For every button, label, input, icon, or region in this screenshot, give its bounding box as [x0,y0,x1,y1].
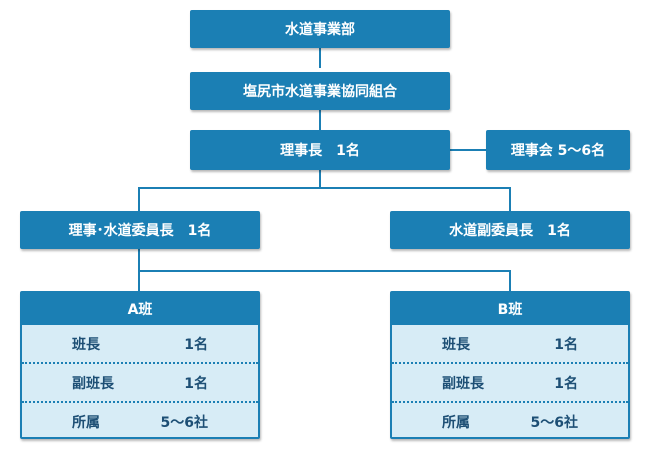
team-a-row-members: 所属 5～6社 [22,401,258,437]
team-a-leader-label: 班長 [72,336,100,353]
connector-chairman-down [319,170,321,189]
department-box: 水道事業部 [190,10,450,48]
team-a-subleader-value: 1名 [184,375,208,392]
connector-team-b-drop [509,270,511,291]
team-b-row-leader: 班長 1名 [392,325,628,362]
connector-committee-down [138,249,140,272]
team-a-row-subleader: 副班長 1名 [22,362,258,401]
team-a-title: A班 [22,293,258,325]
chairman-box: 理事長 1名 [190,130,450,170]
connector-committee-horizontal [138,187,511,189]
team-b-members-value: 5～6社 [530,414,578,431]
connector-chairman-board [450,149,486,151]
team-b-title: B班 [392,293,628,325]
team-a-members-label: 所属 [72,414,100,431]
team-b-leader-value: 1名 [554,336,578,353]
connector-dept-union [319,48,321,68]
connector-union-chairman [319,110,321,130]
connector-committee-left-drop [138,187,140,211]
team-b-subleader-value: 1名 [554,375,578,392]
team-b-row-subleader: 副班長 1名 [392,362,628,401]
vice-committee-chair-box: 水道副委員長 1名 [390,211,630,249]
team-b-leader-label: 班長 [442,336,470,353]
team-b-subleader-label: 副班長 [442,375,484,392]
connector-teams-horizontal [138,270,511,272]
union-box: 塩尻市水道事業協同組合 [190,72,450,110]
connector-team-a-drop [138,270,140,291]
team-a-card: A班 班長 1名 副班長 1名 所属 5～6社 [20,291,260,439]
committee-chair-box: 理事･水道委員長 1名 [20,211,260,249]
team-a-leader-value: 1名 [184,336,208,353]
connector-committee-right-drop [509,187,511,211]
team-a-row-leader: 班長 1名 [22,325,258,362]
board-box: 理事会 5～6名 [486,130,630,170]
team-a-members-value: 5～6社 [160,414,208,431]
team-b-row-members: 所属 5～6社 [392,401,628,437]
team-b-members-label: 所属 [442,414,470,431]
team-a-subleader-label: 副班長 [72,375,114,392]
team-b-card: B班 班長 1名 副班長 1名 所属 5～6社 [390,291,630,439]
